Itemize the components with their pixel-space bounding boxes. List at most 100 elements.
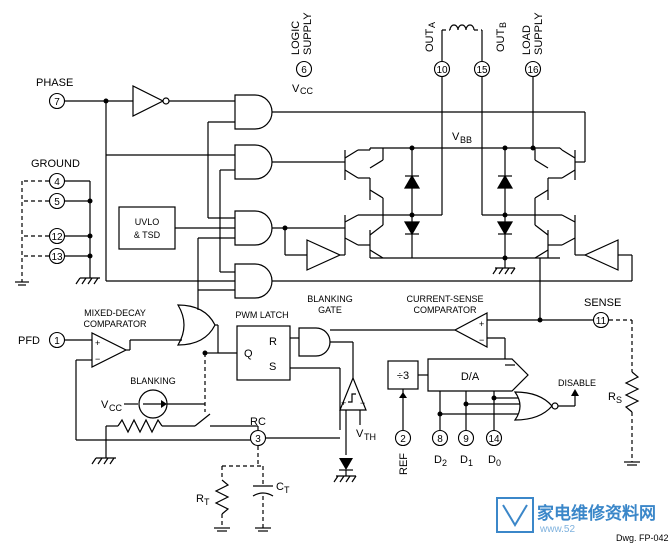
cs-label-1: CURRENT-SENSE (406, 294, 483, 304)
pfd-input: PFD 1 (18, 331, 92, 349)
vth-minus: − (360, 398, 365, 408)
d2-pin: 8 (437, 434, 443, 445)
logic-supply: LOGIC SUPPLY 6 V CC (290, 12, 314, 96)
d2-label: D (434, 454, 442, 466)
bg-label-1: BLANKING (307, 294, 353, 304)
md-label-2: COMPARATOR (83, 319, 147, 329)
mixed-decay-comparator: MIXED-DECAY COMPARATOR + − (75, 308, 258, 441)
out-a-pin-number: 10 (436, 65, 448, 76)
md-label-1: MIXED-DECAY (84, 308, 146, 318)
vth-plus: + (341, 398, 346, 408)
watermark-text: 家电维修资料网 (537, 503, 656, 523)
and-gate-3 (198, 210, 340, 256)
latch-q: Q (244, 348, 253, 360)
ground-label: GROUND (31, 158, 80, 170)
load-coil (442, 24, 482, 31)
blanking-current-source: BLANKING V CC (101, 376, 205, 419)
watermark-url: www.52 (539, 524, 575, 535)
blanking-label: BLANKING (130, 376, 176, 386)
sense-label: SENSE (584, 297, 621, 309)
current-sense-comparator: CURRENT-SENSE COMPARATOR + − (330, 294, 506, 365)
or-gate (130, 300, 219, 412)
ref-pin: 2 (400, 434, 406, 445)
d0-label: D (488, 454, 496, 466)
threshold-comparator: + − V TH (333, 376, 376, 483)
and-gate-2 (220, 144, 340, 180)
cs-label-2: COMPARATOR (413, 305, 477, 315)
div3-label: ÷3 (397, 370, 409, 382)
ground-pin-4: 4 (54, 177, 60, 188)
out-a-pin: OUT A 10 (412, 22, 451, 216)
and-gate-1 (208, 94, 585, 130)
sense-pin: SENSE 11 R S (485, 297, 640, 466)
pfd-pin: 1 (54, 336, 60, 347)
vcc-top-label: V (292, 83, 300, 95)
d0-pin: 14 (488, 434, 500, 445)
load-supply-label: SUPPLY (533, 12, 545, 55)
pwm-latch-label: PWM LATCH (235, 310, 288, 320)
rc-pin: RC 3 R T C T (196, 416, 340, 532)
phase-inverter (132, 85, 235, 117)
cs-plus: + (479, 319, 484, 329)
supply-label: SUPPLY (302, 12, 314, 55)
out-a-label: OUT (424, 29, 436, 53)
blanking-gate: BLANKING GATE (290, 294, 354, 378)
logic-supply-pin: 6 (301, 65, 307, 76)
uvlo-label: UVLO (135, 217, 160, 227)
pfd-label: PFD (18, 335, 40, 347)
d2-sub: 2 (442, 458, 447, 468)
da-label: D/A (461, 371, 480, 383)
disable-label: DISABLE (558, 378, 596, 388)
uvlo-tsd-block: UVLO & TSD (118, 206, 235, 250)
ground-pin-12: 12 (51, 232, 63, 243)
lower-left-buffer (306, 239, 346, 271)
ground-pin-13: 13 (51, 252, 63, 263)
watermark: 家电维修资料网 www.52 (496, 497, 656, 535)
ground-pins: GROUND 4 5 12 13 (15, 158, 100, 286)
out-a-sub: A (427, 22, 437, 28)
rt-sub: T (204, 497, 210, 507)
md-minus: − (95, 354, 100, 364)
ct-label: C (276, 481, 284, 493)
load-supply: LOAD SUPPLY 16 (521, 12, 545, 148)
logic-label: LOGIC (290, 21, 302, 55)
vcc-src-label: V (101, 399, 109, 411)
ref-label: REF (398, 453, 410, 475)
sense-pin-number: 11 (596, 316, 607, 327)
lower-right-buffer (540, 239, 633, 282)
rs-sub: S (616, 395, 622, 405)
rt-label: R (196, 493, 204, 505)
out-b-pin: OUT B 15 (473, 22, 508, 216)
vcc-top-sub: CC (300, 86, 313, 96)
latch-r: R (269, 336, 277, 348)
rc-label: RC (250, 416, 266, 428)
rs-label: R (608, 391, 616, 403)
load-supply-pin: 16 (527, 65, 539, 76)
divider-block: ÷3 2 REF (387, 360, 428, 475)
phase-pin (48, 92, 66, 110)
bg-label-2: GATE (318, 305, 342, 315)
vth-label: V (356, 428, 364, 440)
discharge-resistor (91, 413, 258, 465)
out-b-label: OUT (495, 29, 507, 53)
vth-sub: TH (364, 432, 376, 442)
d1-label: D (460, 454, 468, 466)
out-b-pin-number: 15 (476, 65, 488, 76)
tsd-label: & TSD (134, 230, 161, 240)
rc-pin-number: 3 (255, 434, 261, 445)
ct-sub: T (284, 485, 290, 495)
disable-gate: DISABLE (440, 378, 596, 421)
d0-sub: 0 (496, 458, 501, 468)
ground-pin-5: 5 (54, 197, 60, 208)
vbb-sub: BB (460, 135, 472, 145)
phase-label: PHASE (36, 77, 73, 89)
phase-pin-number: 7 (54, 97, 60, 108)
out-b-sub: B (498, 22, 508, 28)
d1-sub: 1 (468, 458, 473, 468)
load-label: LOAD (521, 25, 533, 55)
vbb-label: V (452, 131, 460, 143)
da-converter: D/A 8 9 14 D 2 D 1 D 0 (427, 358, 529, 468)
gate-bus-wires (105, 122, 235, 300)
latch-s: S (269, 361, 276, 373)
